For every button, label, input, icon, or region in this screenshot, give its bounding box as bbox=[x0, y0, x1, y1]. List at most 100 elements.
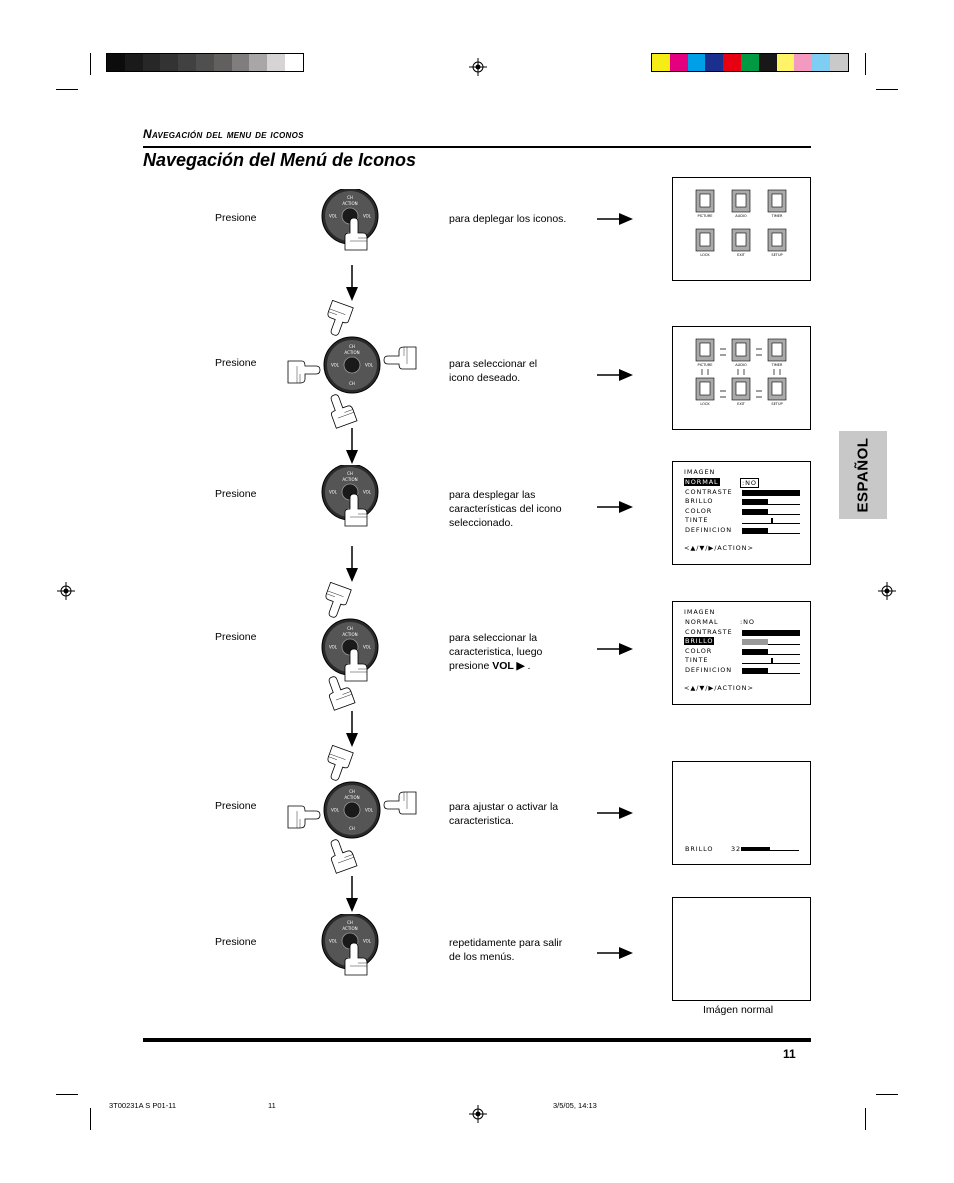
color-swatch bbox=[776, 54, 795, 71]
header-rule bbox=[143, 146, 811, 148]
menu-row-label: NORMAL bbox=[684, 478, 720, 486]
footer-doc-id: 3T00231A S P01-11 bbox=[109, 1101, 176, 1110]
remote-ch-up: CH bbox=[349, 344, 355, 349]
step-4-label: Presione bbox=[215, 631, 257, 643]
menu-icon-picture: PICTURE bbox=[695, 338, 715, 367]
remote-action: ACTION bbox=[344, 350, 359, 355]
color-swatch bbox=[687, 54, 706, 71]
remote-action: ACTION bbox=[342, 632, 357, 637]
svg-text:LOCK: LOCK bbox=[700, 402, 710, 406]
color-swatch bbox=[705, 54, 724, 71]
hand-up-icon bbox=[327, 744, 354, 781]
menu-row-label: NORMAL bbox=[685, 618, 719, 626]
menu-row-bar bbox=[742, 518, 800, 525]
svg-text:SETUP: SETUP bbox=[771, 253, 782, 257]
arrow-right-icon bbox=[597, 369, 633, 381]
step-6-desc: repetidamente para salir de los menús. bbox=[449, 937, 563, 963]
language-tab-label: ESPAÑOL bbox=[854, 437, 872, 513]
gray-swatch bbox=[178, 54, 196, 71]
menu-row-bar-fill bbox=[742, 508, 769, 515]
svg-text:SETUP: SETUP bbox=[771, 402, 782, 406]
hand-left-icon bbox=[287, 360, 321, 384]
step-3-label: Presione bbox=[215, 488, 257, 500]
step-2-desc: para seleccionar el icono deseado. bbox=[449, 358, 538, 384]
svg-text:LOCK: LOCK bbox=[700, 253, 710, 257]
menu-row-bar-fill bbox=[742, 639, 769, 646]
adjust-screen: BRILLO 32 bbox=[672, 761, 811, 865]
arrow-down-icon bbox=[346, 428, 358, 464]
footer-rule bbox=[143, 1038, 811, 1042]
page-number: 11 bbox=[783, 1047, 796, 1061]
menu-row-label: CONTRASTE bbox=[685, 487, 733, 496]
svg-text:PICTURE: PICTURE bbox=[698, 214, 713, 218]
hand-down-icon bbox=[328, 676, 356, 711]
arrow-right-icon bbox=[597, 643, 633, 655]
registration-grayscale-bar bbox=[106, 53, 304, 72]
menu-icon-timer: TIMER bbox=[767, 189, 787, 218]
crop-mark bbox=[865, 53, 866, 75]
adjust-label: BRILLO bbox=[685, 845, 714, 853]
remote-action: ACTION bbox=[342, 477, 357, 482]
menu-icon-audio: AUDIO bbox=[731, 338, 751, 367]
step-4-desc-key: VOL ▶ bbox=[492, 660, 525, 672]
arrow-right-icon bbox=[597, 947, 633, 959]
arrow-right-icon bbox=[597, 807, 633, 819]
arrow-down-icon bbox=[346, 546, 358, 582]
remote-ch-up: CH bbox=[347, 471, 353, 476]
crop-mark bbox=[56, 89, 78, 90]
menu-row-bar bbox=[742, 499, 800, 506]
icon-grid-svg: PICTURE AUDIO TIMER LOCK EXIT SETUP bbox=[695, 189, 787, 257]
remote-ch-up: CH bbox=[349, 789, 355, 794]
menu-row-label: TINTE bbox=[685, 656, 709, 665]
color-swatch bbox=[669, 54, 688, 71]
menu-nav-hint: <▲/▼/▶/ACTION> bbox=[684, 544, 754, 552]
remote-ch-down: CH bbox=[349, 381, 355, 386]
crop-mark bbox=[865, 1108, 866, 1130]
menu-row-bar-fill bbox=[742, 489, 800, 496]
registration-target-icon bbox=[57, 582, 75, 600]
gray-swatch bbox=[213, 54, 232, 71]
menu-row-bar-fill bbox=[771, 518, 773, 525]
color-swatch bbox=[758, 54, 777, 71]
svg-text:PICTURE: PICTURE bbox=[698, 363, 713, 367]
registration-target-icon bbox=[469, 58, 487, 76]
remote-vol-right: VOL bbox=[365, 363, 374, 368]
menu-row-bar bbox=[742, 668, 800, 674]
gray-swatch bbox=[231, 54, 250, 71]
menu-row-bar bbox=[742, 508, 800, 515]
gray-swatch bbox=[124, 54, 143, 71]
menu-row-bar-fill bbox=[742, 648, 769, 655]
remote-vol-left: VOL bbox=[329, 490, 338, 495]
adjust-track bbox=[741, 847, 799, 851]
menu-icon-audio: AUDIO bbox=[731, 189, 751, 218]
screen-caption: Imágen normal bbox=[703, 1004, 774, 1016]
arrow-right-icon bbox=[597, 213, 633, 225]
menu-row-bar bbox=[742, 629, 800, 636]
menu-row-label: BRILLO bbox=[685, 497, 714, 506]
menu-row-bar bbox=[742, 489, 800, 496]
step-6-label: Presione bbox=[215, 936, 257, 948]
color-swatch bbox=[812, 54, 830, 71]
color-swatch bbox=[652, 54, 670, 71]
svg-text:EXIT: EXIT bbox=[737, 253, 746, 257]
color-swatch bbox=[723, 54, 741, 71]
menu-row-label: CONTRASTE bbox=[685, 627, 733, 636]
crop-mark bbox=[56, 1094, 78, 1095]
remote-vol-right: VOL bbox=[363, 939, 372, 944]
menu-row-bar bbox=[742, 648, 800, 655]
footer-date: 3/5/05, 14:13 bbox=[553, 1101, 597, 1110]
remote-vol-right: VOL bbox=[363, 645, 372, 650]
menu-row-bar bbox=[742, 658, 800, 665]
menu-row-label: TINTE bbox=[685, 516, 709, 525]
gray-swatch bbox=[284, 54, 303, 71]
